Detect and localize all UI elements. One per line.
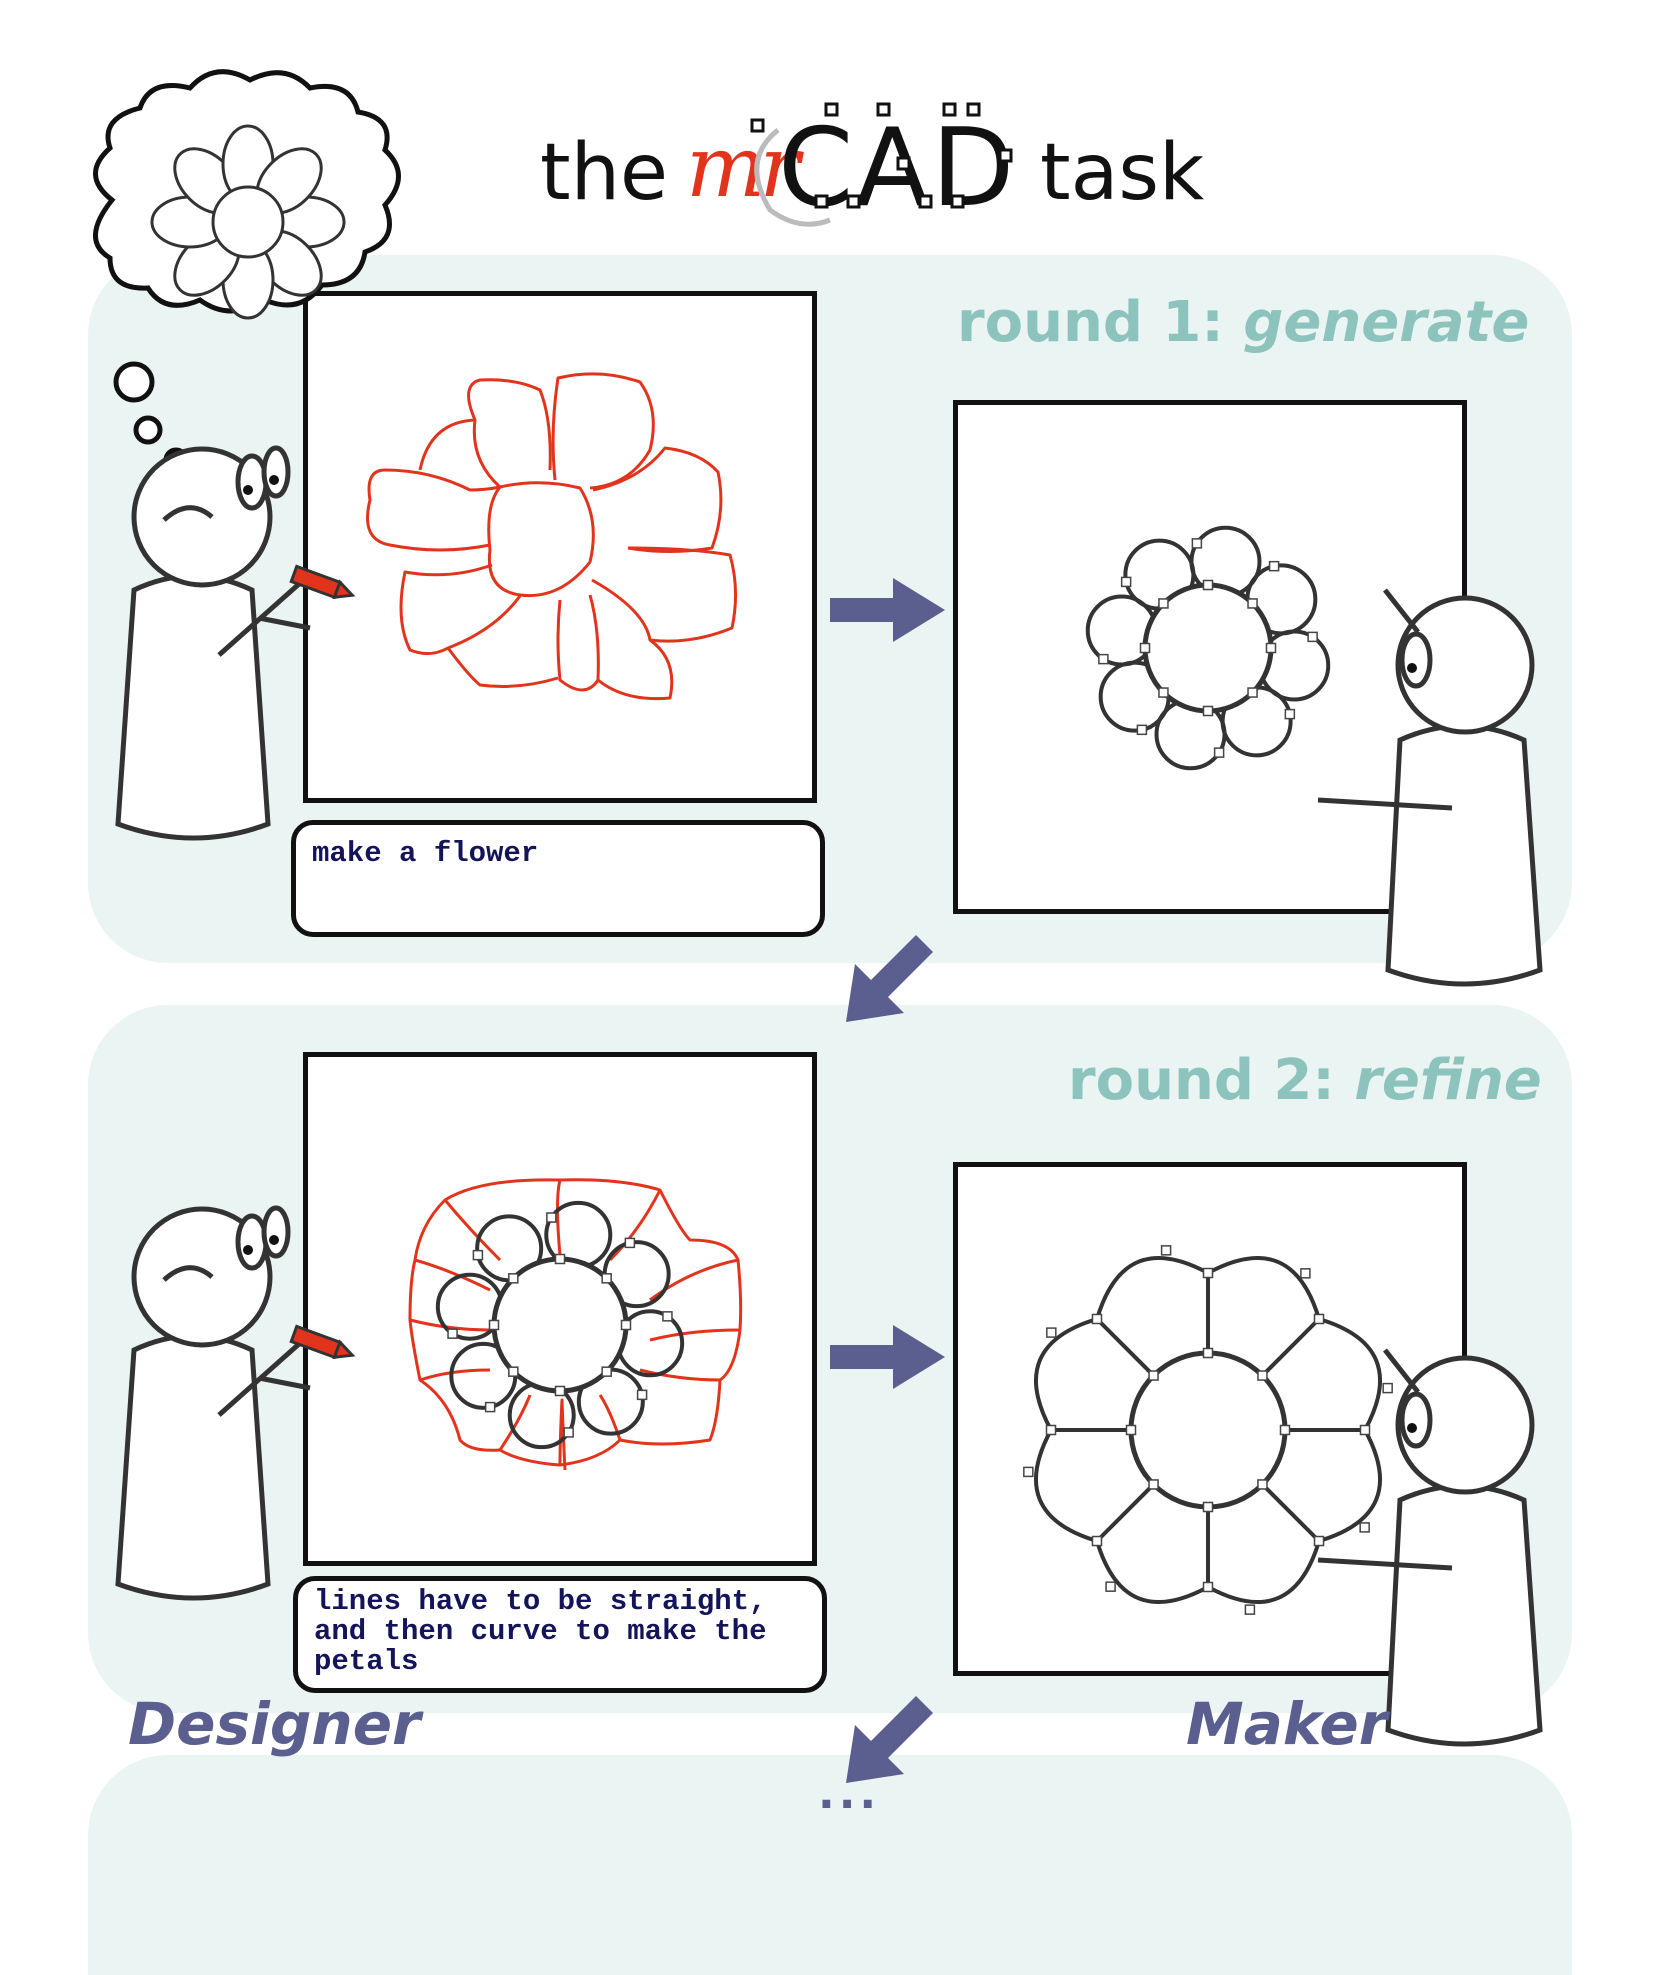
right-arrow-icon xyxy=(830,578,945,642)
maker-figure-icon xyxy=(1318,590,1540,984)
designer-message-round-2: lines have to be straight, and then curv… xyxy=(293,1576,827,1693)
flower-idea-icon xyxy=(150,124,346,320)
round-1-mode: generate xyxy=(1243,290,1530,355)
title-cad: CAD xyxy=(778,106,1016,231)
round-2-title: round 2: refine xyxy=(1068,1048,1542,1113)
cad-logo-icon: CAD xyxy=(750,102,1016,231)
round-1-title: round 1: generate xyxy=(957,290,1529,355)
title-suffix: task xyxy=(1040,128,1205,218)
round-2-label: round 2: xyxy=(1068,1048,1355,1113)
down-left-arrow-icon xyxy=(846,1696,933,1783)
maker-drawing-round-1 xyxy=(1085,525,1331,771)
designer-sketch-overlay xyxy=(408,1178,743,1471)
mrcad-task-diagram: the mr CAD task round 1: generate round … xyxy=(88,69,1666,1975)
title-prefix: the xyxy=(540,128,669,218)
designer-canvas-round-2 xyxy=(303,1052,817,1566)
right-arrow-icon xyxy=(830,1325,945,1389)
illustration-layer xyxy=(93,69,1666,1783)
round-2-mode: refine xyxy=(1354,1048,1542,1113)
maker-figure-icon xyxy=(1318,1350,1540,1744)
title-mr: mr xyxy=(686,118,800,216)
continuation-ellipsis: ... xyxy=(818,1768,881,1819)
designer-label: Designer xyxy=(128,1690,421,1758)
designer-figure-icon xyxy=(118,448,355,838)
designer-sketch-flower xyxy=(366,372,738,701)
maker-drawing-round-2 xyxy=(1023,1245,1393,1615)
designer-message-round-1: make a flower xyxy=(291,820,825,937)
down-left-arrow-icon xyxy=(846,935,933,1022)
round-1-label: round 1: xyxy=(957,290,1244,355)
maker-label: Maker xyxy=(1186,1690,1388,1758)
maker-drawing-overlay xyxy=(435,1200,685,1450)
designer-figure-icon xyxy=(118,1208,355,1598)
